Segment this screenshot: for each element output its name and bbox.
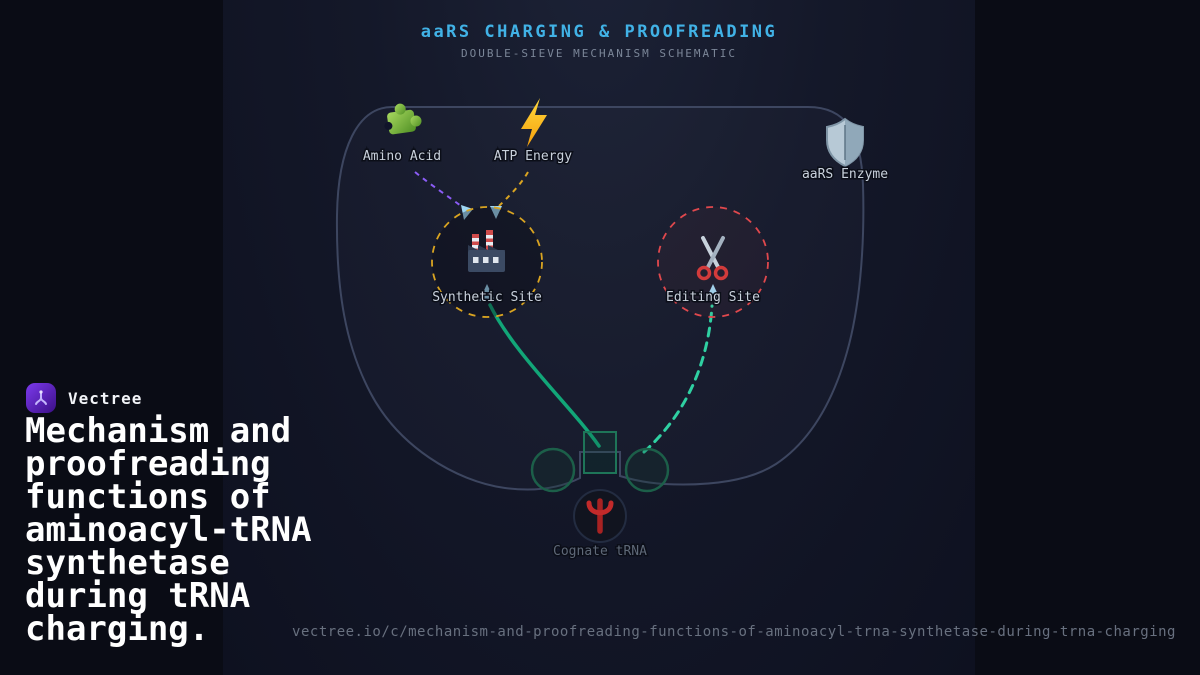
trna-loop-left — [530, 447, 576, 493]
vectree-logo-icon — [35, 390, 47, 405]
arrowhead-atp — [490, 206, 502, 219]
lightning-icon — [521, 98, 547, 147]
editing-path — [642, 304, 714, 454]
arrowhead-editing — [705, 284, 721, 301]
footer-url[interactable]: vectree.io/c/mechanism-and-proofreading-… — [292, 624, 1176, 640]
amino-acid-label: Amino Acid — [363, 149, 441, 164]
anticodon-icon — [586, 498, 614, 534]
aars-enzyme-label: aaRS Enzyme — [802, 167, 888, 182]
brand-avatar — [26, 383, 56, 413]
editing-site-label: Editing Site — [666, 290, 760, 305]
trna-loop-right — [624, 447, 670, 493]
diagram-title: aaRS CHARGING & PROOFREADING — [420, 22, 778, 42]
charging-path — [488, 303, 601, 448]
amino-acid-arrow — [414, 171, 462, 207]
puzzle-icon — [384, 103, 422, 135]
arrowhead-synthetic — [479, 284, 495, 301]
atp-energy-label: ATP Energy — [494, 149, 572, 164]
enzyme-body — [335, 106, 865, 491]
headline: Mechanism and proofreading functions of … — [25, 411, 312, 649]
trna-acceptor-stem — [583, 431, 617, 474]
brand-block: Vectree — [26, 383, 142, 413]
editing-site-ring — [657, 206, 769, 318]
synthetic-site-label: Synthetic Site — [432, 290, 542, 305]
atp-arrow — [498, 171, 529, 207]
shield-icon — [826, 117, 864, 168]
scissors-icon — [696, 236, 729, 281]
factory-icon — [468, 230, 505, 272]
brand-name: Vectree — [68, 388, 143, 408]
trna-label: Cognate tRNA — [553, 544, 647, 559]
diagram-subtitle: DOUBLE-SIEVE MECHANISM SCHEMATIC — [461, 47, 737, 60]
